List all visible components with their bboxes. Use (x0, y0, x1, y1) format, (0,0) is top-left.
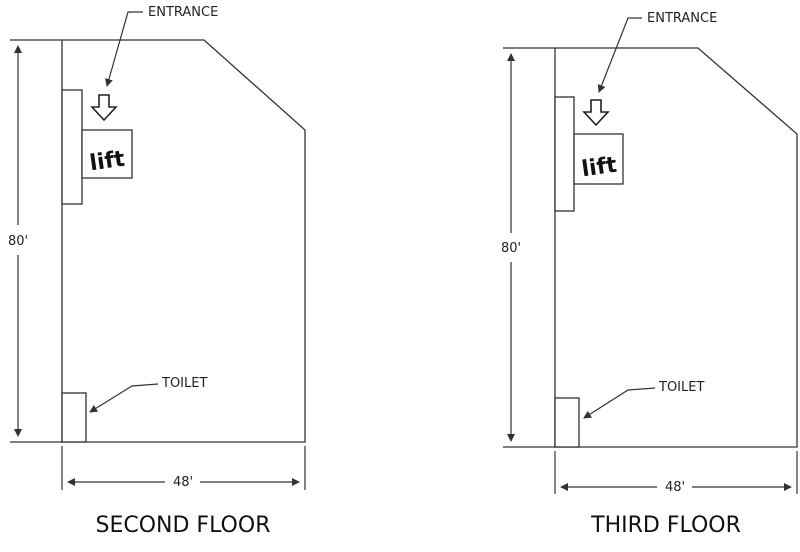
third-floor-title: THIRD FLOOR (590, 513, 741, 538)
third-floor-entrance-leader (597, 17, 642, 93)
third-floor-plan: lift ENTRANCE TOILET 80' 48' THIRD FLOOR (501, 11, 798, 538)
second-floor-width-label: 48' (173, 475, 193, 490)
second-floor-width-dimension: 48' (61, 446, 306, 490)
second-floor-toilet-box (61, 392, 87, 443)
down-arrow-icon (90, 94, 118, 122)
third-floor-width-dimension: 48' (554, 451, 798, 495)
third-floor-lift-label: lift (580, 153, 619, 183)
second-floor-lift-label: lift (88, 147, 127, 177)
second-floor-entrance-label: ENTRANCE (148, 5, 218, 20)
second-floor-lift-box (81, 129, 133, 179)
third-floor-toilet-label: TOILET (658, 380, 704, 395)
second-floor-toilet-leader (89, 383, 159, 413)
second-floor-toilet-label: TOILET (161, 376, 207, 391)
lift-icon: lift (580, 153, 619, 183)
third-floor-width-label: 48' (665, 480, 685, 495)
third-floor-toilet-leader (583, 387, 656, 419)
second-floor-entrance-strip (61, 89, 83, 205)
second-floor-plan: lift ENTRANCE TOILET 80' 48' SECOND FLOO… (8, 5, 306, 538)
down-arrow-icon (582, 99, 610, 127)
second-floor-height-label: 80' (8, 234, 28, 249)
second-floor-entrance-leader (105, 11, 143, 87)
lift-icon: lift (88, 147, 127, 177)
second-floor-height-dimension: 80' (8, 39, 62, 443)
third-floor-toilet-box (554, 397, 580, 448)
third-floor-height-dimension: 80' (501, 47, 555, 448)
third-floor-height-label: 80' (501, 241, 521, 256)
third-floor-entrance-strip (554, 96, 575, 212)
third-floor-entrance-label: ENTRANCE (647, 11, 717, 26)
second-floor-title: SECOND FLOOR (96, 513, 271, 538)
third-floor-lift-box (573, 133, 624, 185)
